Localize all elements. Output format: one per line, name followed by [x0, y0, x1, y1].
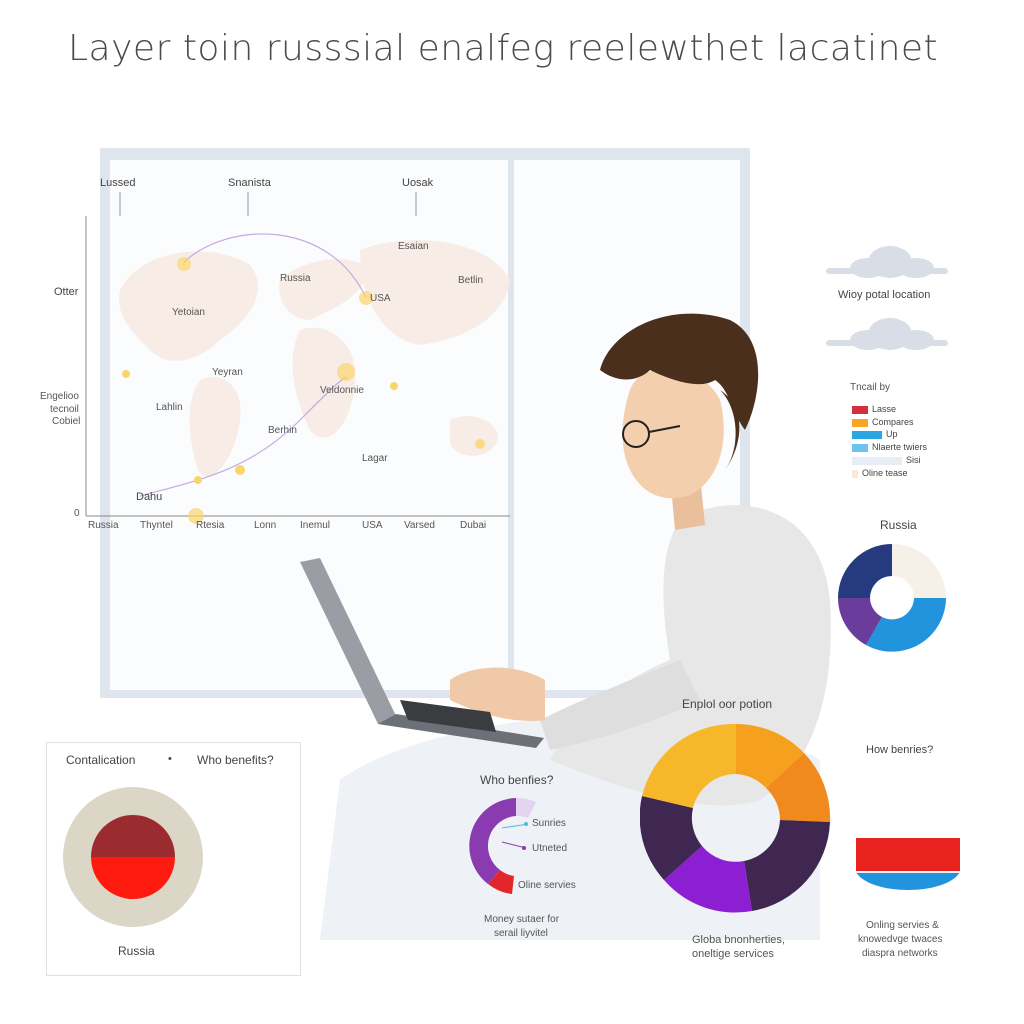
legend-item: Compares: [852, 417, 914, 427]
map-place-label: Dahu: [136, 491, 163, 503]
map-axis-label: Russia: [88, 520, 119, 531]
how-benefits-label: How benries?: [866, 744, 934, 756]
whiteboard-divider: [508, 160, 514, 690]
map-left-label: tecnoil: [50, 404, 79, 415]
legend-item: Nlaerte twiers: [852, 442, 927, 452]
who-benefits-ring-chart: [469, 797, 536, 894]
map-top-label: Lussed: [100, 177, 136, 189]
map-place-label: Esaian: [398, 241, 429, 252]
employment-donut-chart: [640, 723, 831, 913]
page-title: Layer toin russsial enalfeg reelewthet l…: [68, 28, 939, 69]
cloud-caption: Wioy potal location: [838, 289, 931, 301]
map-axis-label: Lonn: [254, 520, 277, 531]
panel-header-left: Contalication: [66, 753, 136, 767]
map-place-label: Russia: [280, 273, 311, 284]
legend-swatch: [852, 430, 882, 439]
location-markers: [122, 257, 485, 524]
legend-swatch: [852, 469, 858, 478]
world-map: [85, 192, 510, 524]
panel-bullet: •: [168, 753, 172, 765]
legend-item: Oline tease: [852, 468, 908, 478]
map-left-label: Engelioo: [40, 391, 79, 402]
map-left-label: Otter: [54, 286, 79, 298]
legend-item: Lasse: [852, 404, 896, 414]
map-left-label: Cobiel: [52, 416, 81, 427]
map-place-label: Lahlin: [156, 402, 183, 413]
employment-caption: oneltige services: [692, 948, 774, 960]
who-benefits-item: Sunries: [532, 818, 566, 829]
employment-caption: Globa bnonherties,: [692, 934, 785, 946]
map-place-label: Berhin: [268, 425, 297, 436]
map-place-label: Betlin: [458, 275, 484, 286]
map-place-label: USA: [370, 293, 391, 304]
map-place-label: Veldonnie: [320, 385, 364, 396]
legend-item: Sisi: [852, 455, 921, 465]
map-axis-label: Dubai: [460, 520, 487, 531]
russia-donut-label: Russia: [880, 518, 917, 532]
who-benefits-item: Utneted: [532, 843, 568, 854]
cloud-icons: [826, 246, 948, 350]
legend-swatch: [852, 405, 868, 414]
flag-caption: Onling servies &: [866, 920, 939, 931]
map-axis-label: USA: [362, 520, 383, 531]
map-place-label: Lagar: [362, 453, 388, 464]
map-axis-label: Inemul: [300, 520, 331, 531]
flag-icon: [856, 838, 960, 890]
map-place-label: Yeyran: [212, 367, 243, 378]
russia-circle-chart: [63, 787, 203, 927]
map-top-label: Snanista: [228, 177, 271, 189]
employment-title: Enplol oor potion: [682, 697, 773, 711]
who-benefits-item: Oline servies: [518, 880, 576, 891]
who-benefits-title: Who benfies?: [480, 773, 554, 787]
map-axis-label: Thyntel: [140, 520, 173, 531]
legend-item: Up: [852, 429, 898, 439]
map-axis-label: Rtesia: [196, 520, 225, 531]
map-place-label: Yetoian: [172, 307, 205, 318]
legend-title: Tncail by: [850, 382, 891, 393]
russia-donut-chart: [838, 544, 946, 652]
legend-swatch: [852, 456, 902, 465]
legend-swatch: [852, 443, 868, 452]
map-axis-label: Varsed: [404, 520, 435, 531]
who-benefits-caption: Money sutaer for: [484, 914, 560, 925]
flag-caption: diaspra networks: [862, 948, 938, 959]
legend: Tncail by Lasse Compares Up Nlaerte twie…: [846, 376, 942, 488]
map-left-label: 0: [74, 508, 80, 519]
legend-swatch: [852, 418, 868, 427]
who-benefits-caption: serail liyvitel: [494, 928, 548, 939]
flag-caption: knowedvge twaces: [858, 934, 943, 945]
map-top-label: Uosak: [402, 177, 434, 189]
panel-header-right: Who benefits?: [197, 753, 274, 767]
panel-caption: Russia: [118, 944, 155, 958]
continents: [119, 240, 510, 477]
